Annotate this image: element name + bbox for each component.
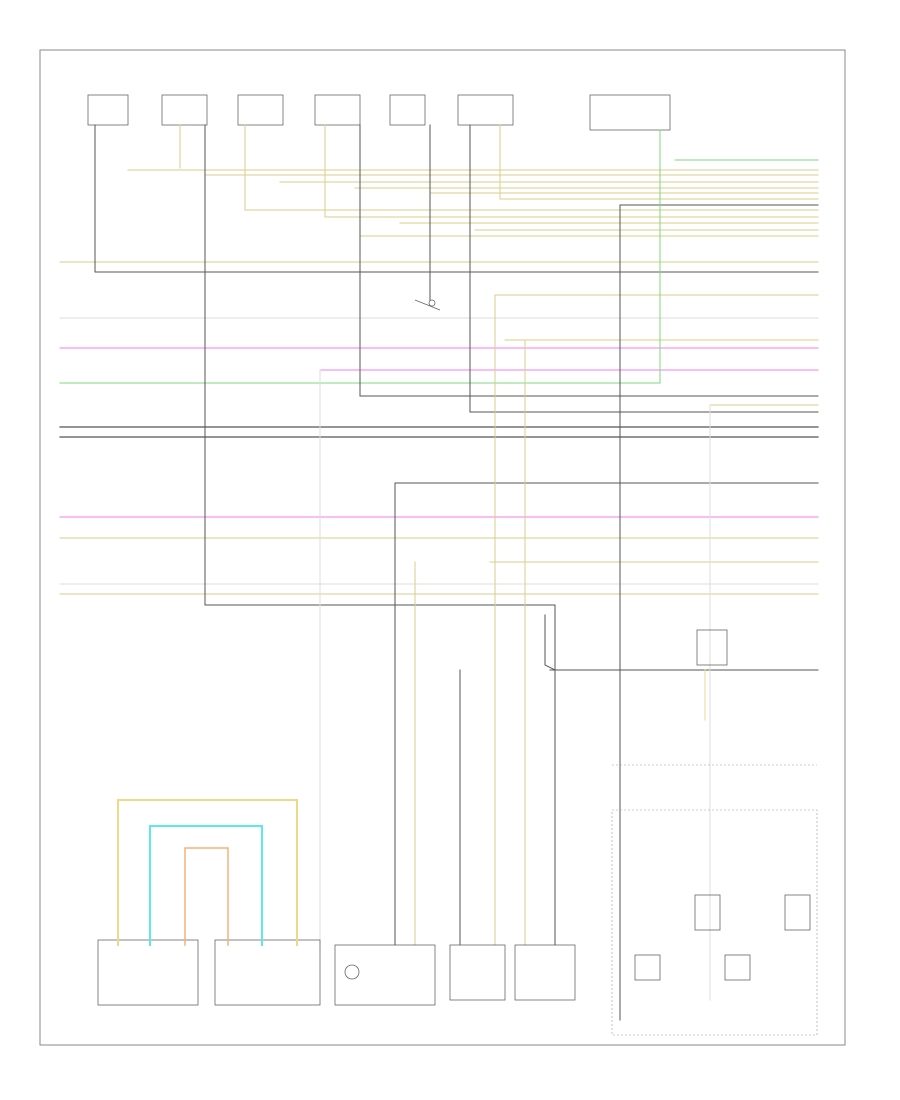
sensor-a [694, 894, 721, 931]
blower-module [334, 944, 436, 1006]
switch-7 [589, 94, 671, 131]
drop-1 [94, 124, 131, 273]
actuator-1 [634, 954, 661, 981]
switch-5 [389, 94, 426, 126]
bus-wires [59, 159, 819, 671]
drop-17 [544, 614, 556, 671]
loop-cyan [149, 825, 263, 946]
right-sub-module [611, 629, 818, 1036]
dimmer-unit [514, 944, 576, 1001]
sub-module-dashed [611, 809, 818, 1036]
drop-wires [94, 124, 711, 1021]
sensor-b [784, 894, 811, 931]
loop-wires [117, 799, 298, 946]
relay-box [696, 629, 728, 666]
loop-yellow [117, 799, 298, 946]
loop-orange [184, 847, 229, 946]
mid-relay [414, 299, 441, 311]
switch-6 [457, 94, 514, 126]
motor-unit [449, 944, 506, 1001]
switch-4 [314, 94, 361, 126]
left-component-a [97, 939, 199, 1006]
top-switch-row [87, 94, 671, 131]
blower-motor-icon [344, 964, 360, 980]
switch-1 [87, 94, 129, 126]
relay-contact [428, 299, 436, 307]
switch-3 [237, 94, 284, 126]
left-component-b [214, 939, 321, 1006]
bottom-left-components [97, 939, 576, 1006]
actuator-2 [724, 954, 751, 981]
drop-2 [204, 124, 556, 946]
diagram-frame [39, 49, 846, 1046]
switch-2 [161, 94, 208, 126]
